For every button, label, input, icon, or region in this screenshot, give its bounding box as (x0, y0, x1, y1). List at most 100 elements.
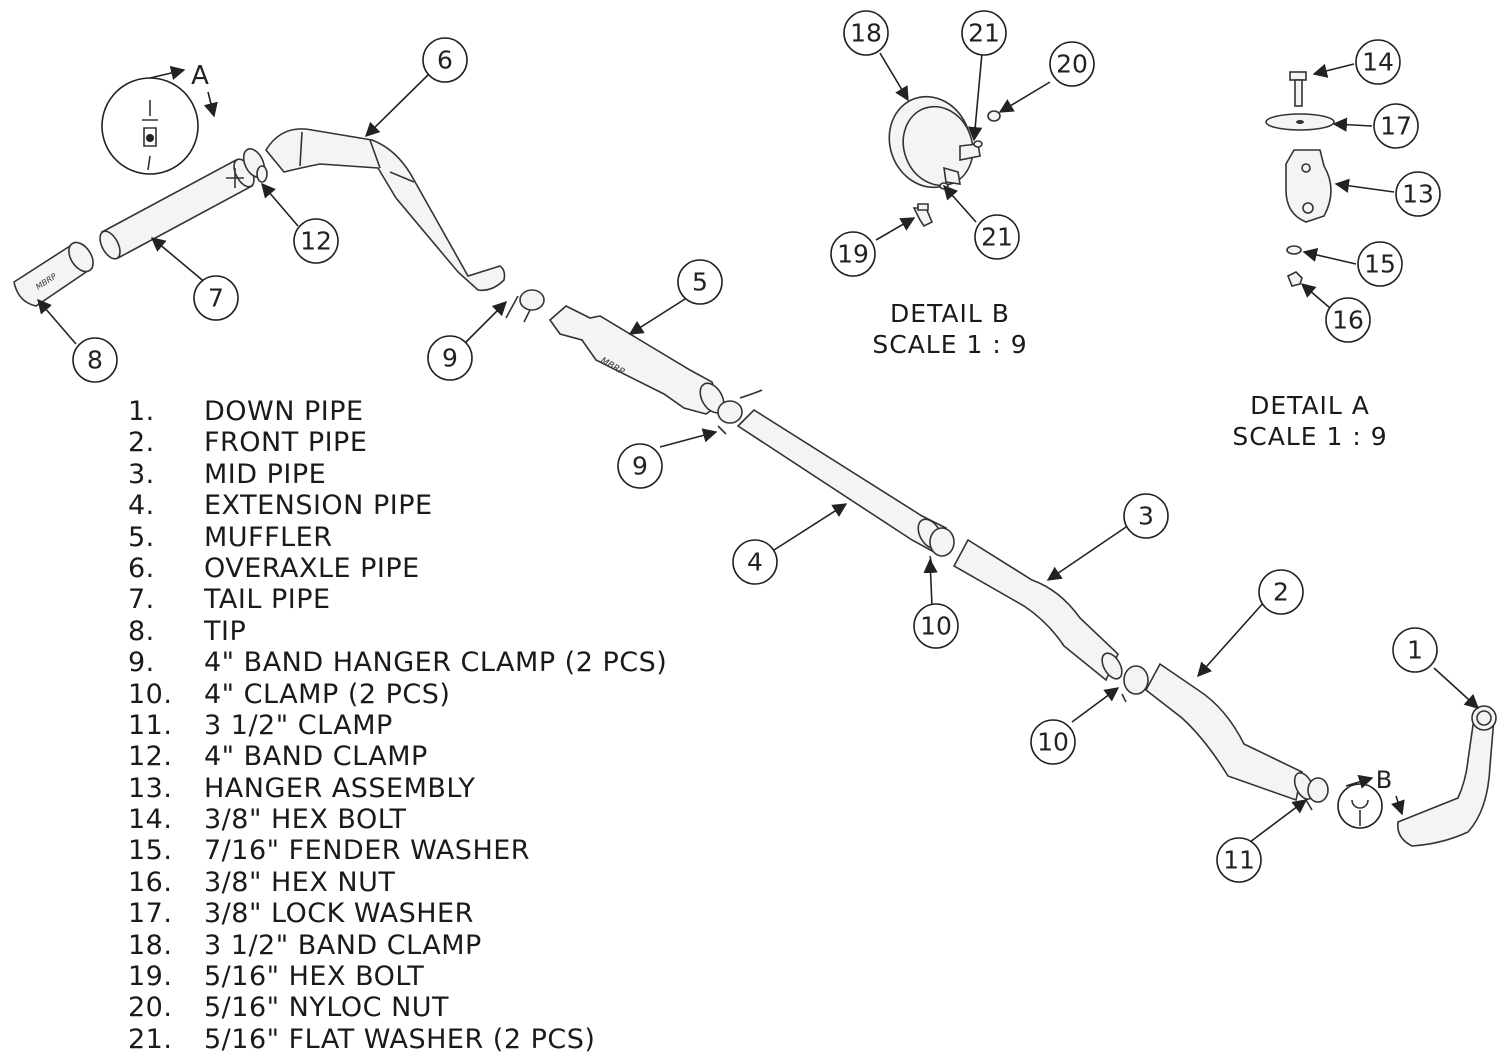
balloon-17-label: 17 (1380, 112, 1412, 141)
balloon-7: 7 (193, 275, 239, 321)
balloon-9a: 9 (427, 335, 473, 381)
parts-list-number: 6. (128, 552, 155, 584)
balloon-21a: 21 (961, 10, 1007, 56)
parts-list-description: 4" BAND CLAMP (204, 741, 428, 773)
band-hanger-clamp-9a (505, 289, 545, 323)
balloon-15-label: 15 (1364, 250, 1396, 279)
balloon-1: 1 (1392, 627, 1438, 673)
balloon-20-label: 20 (1056, 50, 1088, 79)
front-pipe-part (1144, 662, 1315, 802)
balloon-10b: 10 (1030, 719, 1076, 765)
parts-list-item: 13.HANGER ASSEMBLY (128, 773, 667, 804)
balloon-4-label: 4 (747, 548, 763, 577)
balloon-11: 11 (1216, 837, 1262, 883)
parts-list-description: 3 1/2" CLAMP (204, 709, 393, 741)
balloon-3: 3 (1123, 493, 1169, 539)
parts-list-number: 18. (128, 929, 173, 961)
parts-list-description: TIP (204, 615, 247, 647)
parts-list-number: 21. (128, 1023, 173, 1055)
parts-list-item: 9. 4" BAND HANGER CLAMP (2 PCS) (128, 647, 667, 678)
muffler-part: MBRP (548, 305, 725, 415)
parts-list-item: 4.EXTENSION PIPE (128, 490, 667, 521)
balloon-9b-label: 9 (632, 452, 648, 481)
balloon-5-label: 5 (692, 268, 708, 297)
parts-list-item: 8.TIP (128, 616, 667, 647)
detail-a-hanger-assembly (1285, 149, 1332, 223)
parts-list-description: EXTENSION PIPE (204, 490, 433, 522)
parts-list-number: 20. (128, 992, 173, 1024)
parts-list-description: OVERAXLE PIPE (204, 552, 420, 584)
balloon-6: 6 (422, 37, 468, 83)
detail-b-title: DETAIL B (890, 299, 1010, 328)
parts-list-description: DOWN PIPE (204, 396, 364, 427)
balloon-16: 16 (1325, 297, 1371, 343)
parts-list-item: 19.5/16" HEX BOLT (128, 961, 667, 992)
down-pipe-part (1396, 705, 1497, 847)
parts-list-number: 9. (128, 647, 155, 679)
parts-list-number: 15. (128, 835, 173, 867)
balloon-10a: 10 (913, 603, 959, 649)
balloon-13: 13 (1395, 171, 1441, 217)
balloon-18-label: 18 (850, 19, 882, 48)
view-marker-b: B (1337, 766, 1405, 829)
band-clamp-12 (242, 148, 268, 183)
parts-list-description: 4" BAND HANGER CLAMP (2 PCS) (204, 647, 668, 679)
detail-a-hex-nut (1286, 271, 1303, 287)
parts-list-number: 11. (128, 709, 173, 741)
balloon-6-label: 6 (437, 46, 453, 75)
parts-list-number: 16. (128, 866, 173, 898)
tail-pipe-part (99, 158, 255, 260)
balloon-8-label: 8 (87, 346, 103, 375)
clamp-10a (929, 527, 955, 567)
parts-list-item: 1.DOWN PIPE (128, 396, 667, 427)
parts-list-item: 5. MUFFLER (128, 522, 667, 553)
parts-list-item: 21.5/16" FLAT WASHER (2 PCS) (128, 1024, 667, 1055)
detail-a-label: DETAIL A SCALE 1 : 9 (1210, 390, 1410, 452)
balloon-5: 5 (677, 259, 723, 305)
balloon-14-label: 14 (1362, 48, 1394, 77)
parts-list-number: 3. (128, 458, 155, 490)
clamp-11 (1305, 777, 1329, 811)
parts-list-item: 12.4" BAND CLAMP (128, 741, 667, 772)
clamp-10b (1121, 665, 1149, 703)
parts-list-description: 5/16" HEX BOLT (204, 961, 425, 993)
balloon-21b-label: 21 (981, 223, 1013, 252)
parts-list-description: 3/8" HEX BOLT (204, 804, 407, 836)
parts-list-item: 2.FRONT PIPE (128, 427, 667, 458)
parts-list-number: 10. (128, 678, 173, 710)
parts-list-number: 13. (128, 772, 173, 804)
detail-b-label: DETAIL B SCALE 1 : 9 (850, 298, 1050, 360)
detail-b-scale: SCALE 1 : 9 (872, 330, 1028, 359)
balloon-2-label: 2 (1273, 578, 1289, 607)
parts-list-number: 2. (128, 427, 155, 459)
parts-list-description: 5/16" NYLOC NUT (204, 992, 450, 1024)
balloon-11-label: 11 (1223, 846, 1255, 875)
parts-list-item: 3.MID PIPE (128, 459, 667, 490)
detail-b-band-clamp (888, 95, 981, 189)
balloon-17: 17 (1373, 103, 1419, 149)
balloon-2: 2 (1258, 569, 1304, 615)
balloon-15: 15 (1357, 241, 1403, 287)
balloon-8: 8 (72, 337, 118, 383)
parts-list-number: 5. (128, 521, 155, 553)
balloon-21b: 21 (974, 214, 1020, 260)
parts-list-number: 17. (128, 898, 173, 930)
balloon-4: 4 (732, 539, 778, 585)
balloon-12: 12 (293, 218, 339, 264)
balloon-13-label: 13 (1402, 180, 1434, 209)
parts-list-description: 3/8" HEX NUT (204, 866, 396, 898)
balloon-3-label: 3 (1138, 502, 1154, 531)
balloon-10a-label: 10 (920, 612, 952, 641)
view-marker-a-label: A (191, 61, 209, 91)
view-marker-a: A (101, 61, 218, 175)
parts-list-item: 14.3/8" HEX BOLT (128, 804, 667, 835)
tip-part: MBRP (13, 241, 94, 307)
parts-list-description: 3 1/2" BAND CLAMP (204, 929, 482, 961)
balloon-19-label: 19 (837, 240, 869, 269)
band-hanger-clamp-9b (717, 389, 763, 435)
parts-list-description: MUFFLER (204, 521, 333, 553)
parts-list-item: 17.3/8" LOCK WASHER (128, 898, 667, 929)
balloon-20: 20 (1049, 41, 1095, 87)
